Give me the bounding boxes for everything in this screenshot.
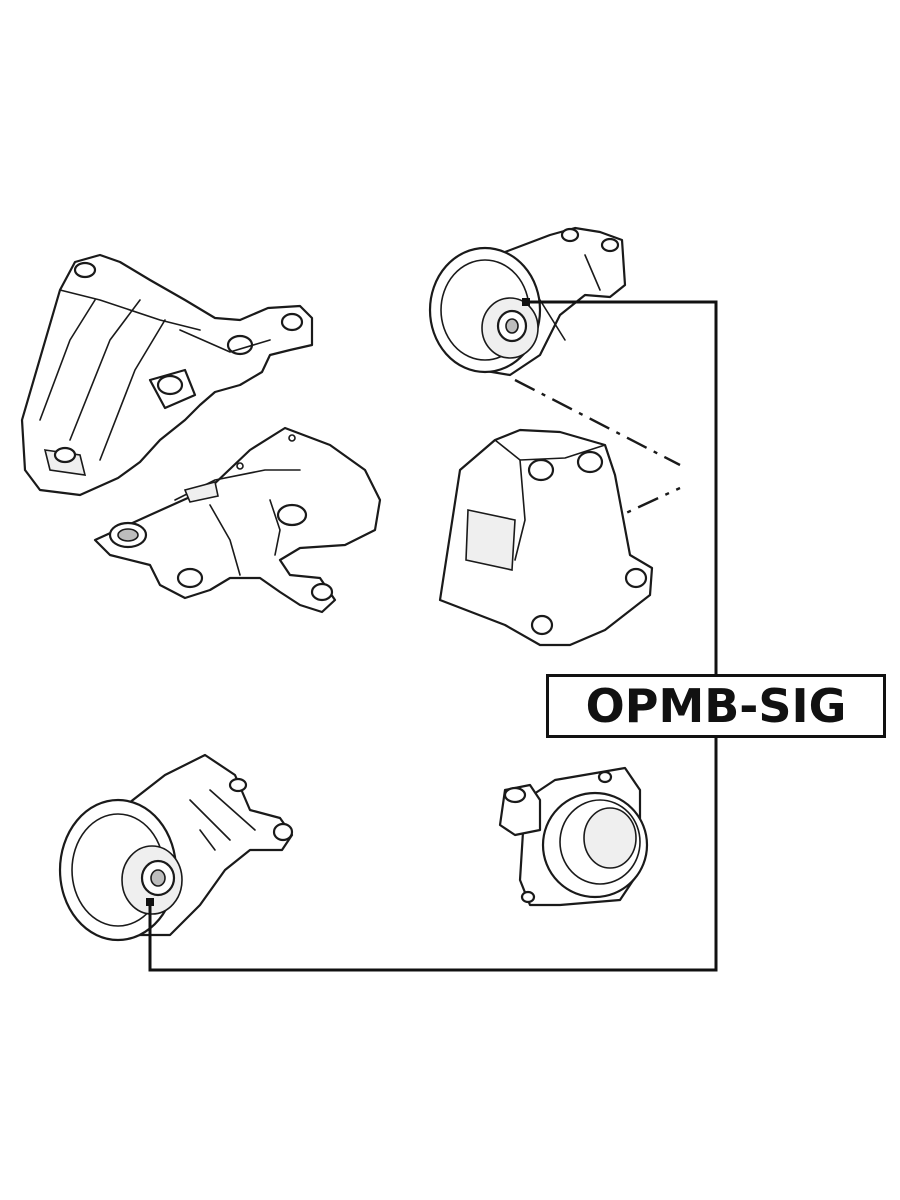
engine-mount-round-hydro [498, 766, 649, 907]
engine-mount-front-bushing [58, 753, 294, 942]
engine-mount-lower-bracket [93, 426, 382, 614]
engine-mount-support-bracket [438, 428, 654, 647]
assembly-line [514, 378, 681, 467]
leader-anchor [146, 898, 154, 906]
engine-mount-bracket-large [20, 253, 314, 497]
leader-lines [146, 298, 718, 972]
part-number-label: OPMB-SIG [546, 674, 886, 738]
